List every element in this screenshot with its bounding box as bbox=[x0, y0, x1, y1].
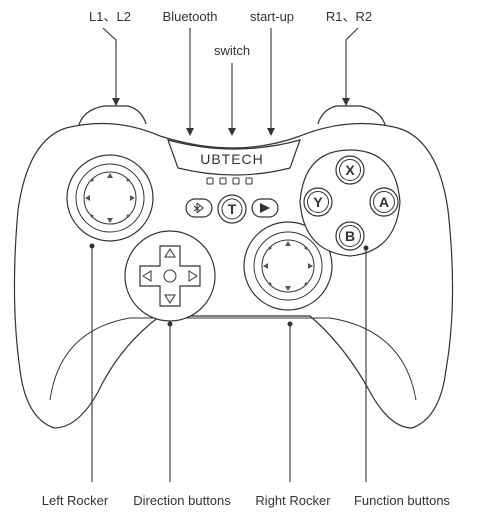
center-panel bbox=[167, 139, 301, 176]
dpad-cross bbox=[139, 245, 201, 307]
y-button bbox=[303, 187, 333, 217]
bluetooth-icon bbox=[193, 202, 204, 214]
leader-l1-l2 bbox=[102, 27, 117, 104]
dot-right-rocker bbox=[287, 321, 293, 327]
y-button-ring bbox=[307, 191, 329, 213]
left-shoulder-bumper bbox=[77, 105, 147, 129]
dot-function-buttons bbox=[363, 245, 369, 251]
right-rocker-cap bbox=[261, 239, 315, 293]
label-switch: switch bbox=[214, 43, 250, 58]
dot-direction-buttons bbox=[167, 321, 173, 327]
right-rocker-up-mark bbox=[285, 241, 291, 246]
a-button bbox=[369, 187, 399, 217]
leader-r1-r2 bbox=[345, 27, 359, 104]
b-button-ring bbox=[339, 225, 361, 247]
left-rocker bbox=[66, 154, 154, 242]
left-rocker-inner bbox=[75, 163, 145, 233]
right-rocker-dot bbox=[304, 246, 308, 250]
dpad-right-arrow-icon bbox=[188, 270, 198, 282]
label-left-rocker: Left Rocker bbox=[42, 493, 109, 508]
right-rocker-inner bbox=[253, 231, 323, 301]
right-shoulder-bumper bbox=[317, 105, 387, 129]
a-button-ring bbox=[373, 191, 395, 213]
arrow-switch bbox=[228, 128, 236, 136]
indicator-leds bbox=[206, 177, 253, 185]
bottom-leader-lines bbox=[89, 243, 369, 482]
direction-pad bbox=[124, 230, 216, 322]
function-buttons: X Y A B bbox=[299, 149, 401, 257]
b-button-label: B bbox=[345, 228, 355, 244]
top-leader-lines bbox=[102, 27, 359, 136]
left-rocker-dot bbox=[126, 178, 130, 182]
right-rocker-dot bbox=[268, 246, 272, 250]
label-direction-buttons: Direction buttons bbox=[133, 493, 231, 508]
label-function-buttons: Function buttons bbox=[354, 493, 451, 508]
right-rocker-dot bbox=[304, 282, 308, 286]
led-4 bbox=[245, 177, 253, 185]
led-2 bbox=[219, 177, 227, 185]
dpad-left-arrow-icon bbox=[142, 270, 152, 282]
left-rocker-dot bbox=[90, 178, 94, 182]
right-rocker-dot bbox=[268, 282, 272, 286]
left-rocker-outer bbox=[66, 154, 154, 242]
x-button-ring bbox=[339, 159, 361, 181]
left-rocker-dot bbox=[90, 214, 94, 218]
brand-logo: UBTECH bbox=[200, 151, 264, 167]
arrow-r1-r2 bbox=[342, 98, 350, 106]
led-1 bbox=[206, 177, 214, 185]
right-rocker bbox=[243, 221, 333, 311]
label-r1-r2: R1、R2 bbox=[326, 9, 372, 24]
a-button-label: A bbox=[379, 194, 389, 210]
play-icon bbox=[260, 203, 270, 213]
right-rocker-right-mark bbox=[308, 263, 313, 269]
center-t-button-ring bbox=[221, 198, 243, 220]
center-buttons: T bbox=[185, 194, 279, 224]
left-rocker-cap bbox=[83, 171, 137, 225]
function-buttons-base bbox=[299, 149, 401, 257]
label-l1-l2: L1、L2 bbox=[89, 9, 131, 24]
bluetooth-button bbox=[185, 198, 213, 218]
left-rocker-up-mark bbox=[107, 173, 113, 178]
grip-contour bbox=[49, 317, 417, 401]
b-button bbox=[335, 221, 365, 251]
dot-left-rocker bbox=[89, 243, 95, 249]
left-rocker-dot bbox=[126, 214, 130, 218]
dpad-up-arrow-icon bbox=[164, 248, 176, 258]
dpad-center bbox=[163, 269, 177, 283]
x-button bbox=[335, 155, 365, 185]
label-bluetooth: Bluetooth bbox=[163, 9, 218, 24]
left-rocker-left-mark bbox=[85, 195, 90, 201]
y-button-label: Y bbox=[313, 194, 323, 210]
right-rocker-outer bbox=[243, 221, 333, 311]
dpad-down-arrow-icon bbox=[164, 294, 176, 304]
left-rocker-down-mark bbox=[107, 218, 113, 223]
arrow-start-up bbox=[267, 128, 275, 136]
label-right-rocker: Right Rocker bbox=[255, 493, 331, 508]
right-rocker-down-mark bbox=[285, 286, 291, 291]
right-rocker-left-mark bbox=[263, 263, 268, 269]
x-button-label: X bbox=[345, 162, 355, 178]
led-3 bbox=[232, 177, 240, 185]
arrow-bluetooth bbox=[186, 128, 194, 136]
left-rocker-right-mark bbox=[130, 195, 135, 201]
label-start-up: start-up bbox=[250, 9, 294, 24]
center-t-label: T bbox=[228, 201, 237, 217]
arrow-l1-l2 bbox=[112, 98, 120, 106]
